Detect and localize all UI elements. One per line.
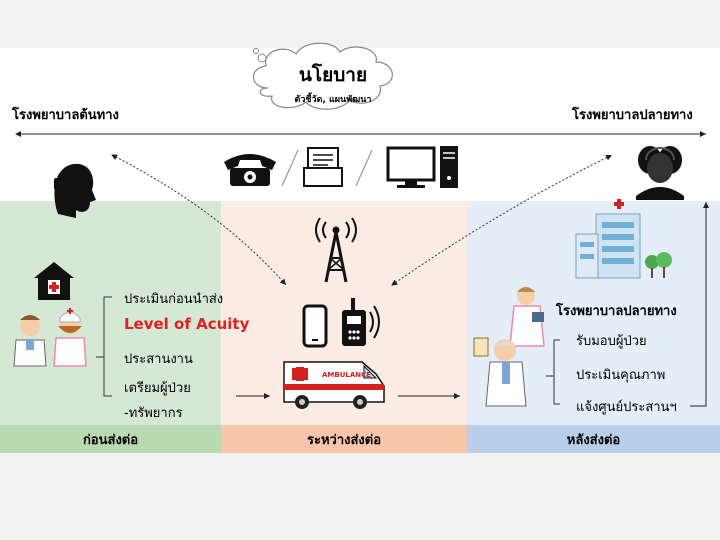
before-item-coordinate: ประสานงาน <box>124 352 193 367</box>
origin-hospital-label: โรงพยาบาลต้นทาง <box>12 108 119 123</box>
hospital-building-icon <box>575 199 672 279</box>
before-item-prepare: เตรียมผู้ป่วย <box>124 381 191 396</box>
house-icon <box>34 262 74 300</box>
policy-title: นโยบาย <box>298 64 368 86</box>
headset-operator-icon <box>54 163 96 218</box>
after-item-quality: ประเมินคุณภาพ <box>576 368 666 383</box>
before-item-assess: ประเมินก่อนนำส่ง <box>124 292 224 307</box>
origin-to-center-arrow <box>111 154 287 286</box>
destination-hospital-label: โรงพยาบาลปลายทาง <box>572 108 693 123</box>
elderly-doctor-nurse-icon <box>473 287 545 407</box>
before-item-acuity: Level of Acuity <box>124 315 250 333</box>
footer-after-label: หลังส่งต่อ <box>467 425 720 453</box>
footer-during-label: ระหว่างส่งต่อ <box>221 425 467 453</box>
center-to-destination-arrow <box>391 154 613 286</box>
before-item-resources: -ทรัพยากร <box>124 406 183 421</box>
footer-before-label: ก่อนส่งต่อ <box>0 425 221 453</box>
walkie-talkie-icon <box>342 298 380 346</box>
after-item-receive: รับมอบผู้ป่วย <box>576 334 647 349</box>
call-center-group-icon <box>636 146 684 200</box>
telephone-icon <box>224 154 276 186</box>
policy-cloud: นโยบาย ตัวชี้วัด, แผนพัฒนา <box>278 60 388 106</box>
after-title: โรงพยาบาลปลายทาง <box>556 304 677 319</box>
computer-icon <box>386 146 458 188</box>
feedback-arrow <box>690 202 709 407</box>
policy-cloud-shape <box>252 42 393 110</box>
ambulance-text: AMBULANCE <box>322 371 371 379</box>
ambulance-icon: AMBULANCE <box>283 361 385 409</box>
mobile-phone-icon <box>302 304 328 348</box>
fax-icon <box>303 147 343 187</box>
after-item-notify: แจ้งศูนย์ประสานฯ <box>576 400 677 415</box>
policy-subtitle: ตัวชี้วัด, แผนพัฒนา <box>294 95 372 105</box>
doctor-nurse-icon <box>13 308 87 367</box>
radio-tower-icon <box>315 217 357 283</box>
